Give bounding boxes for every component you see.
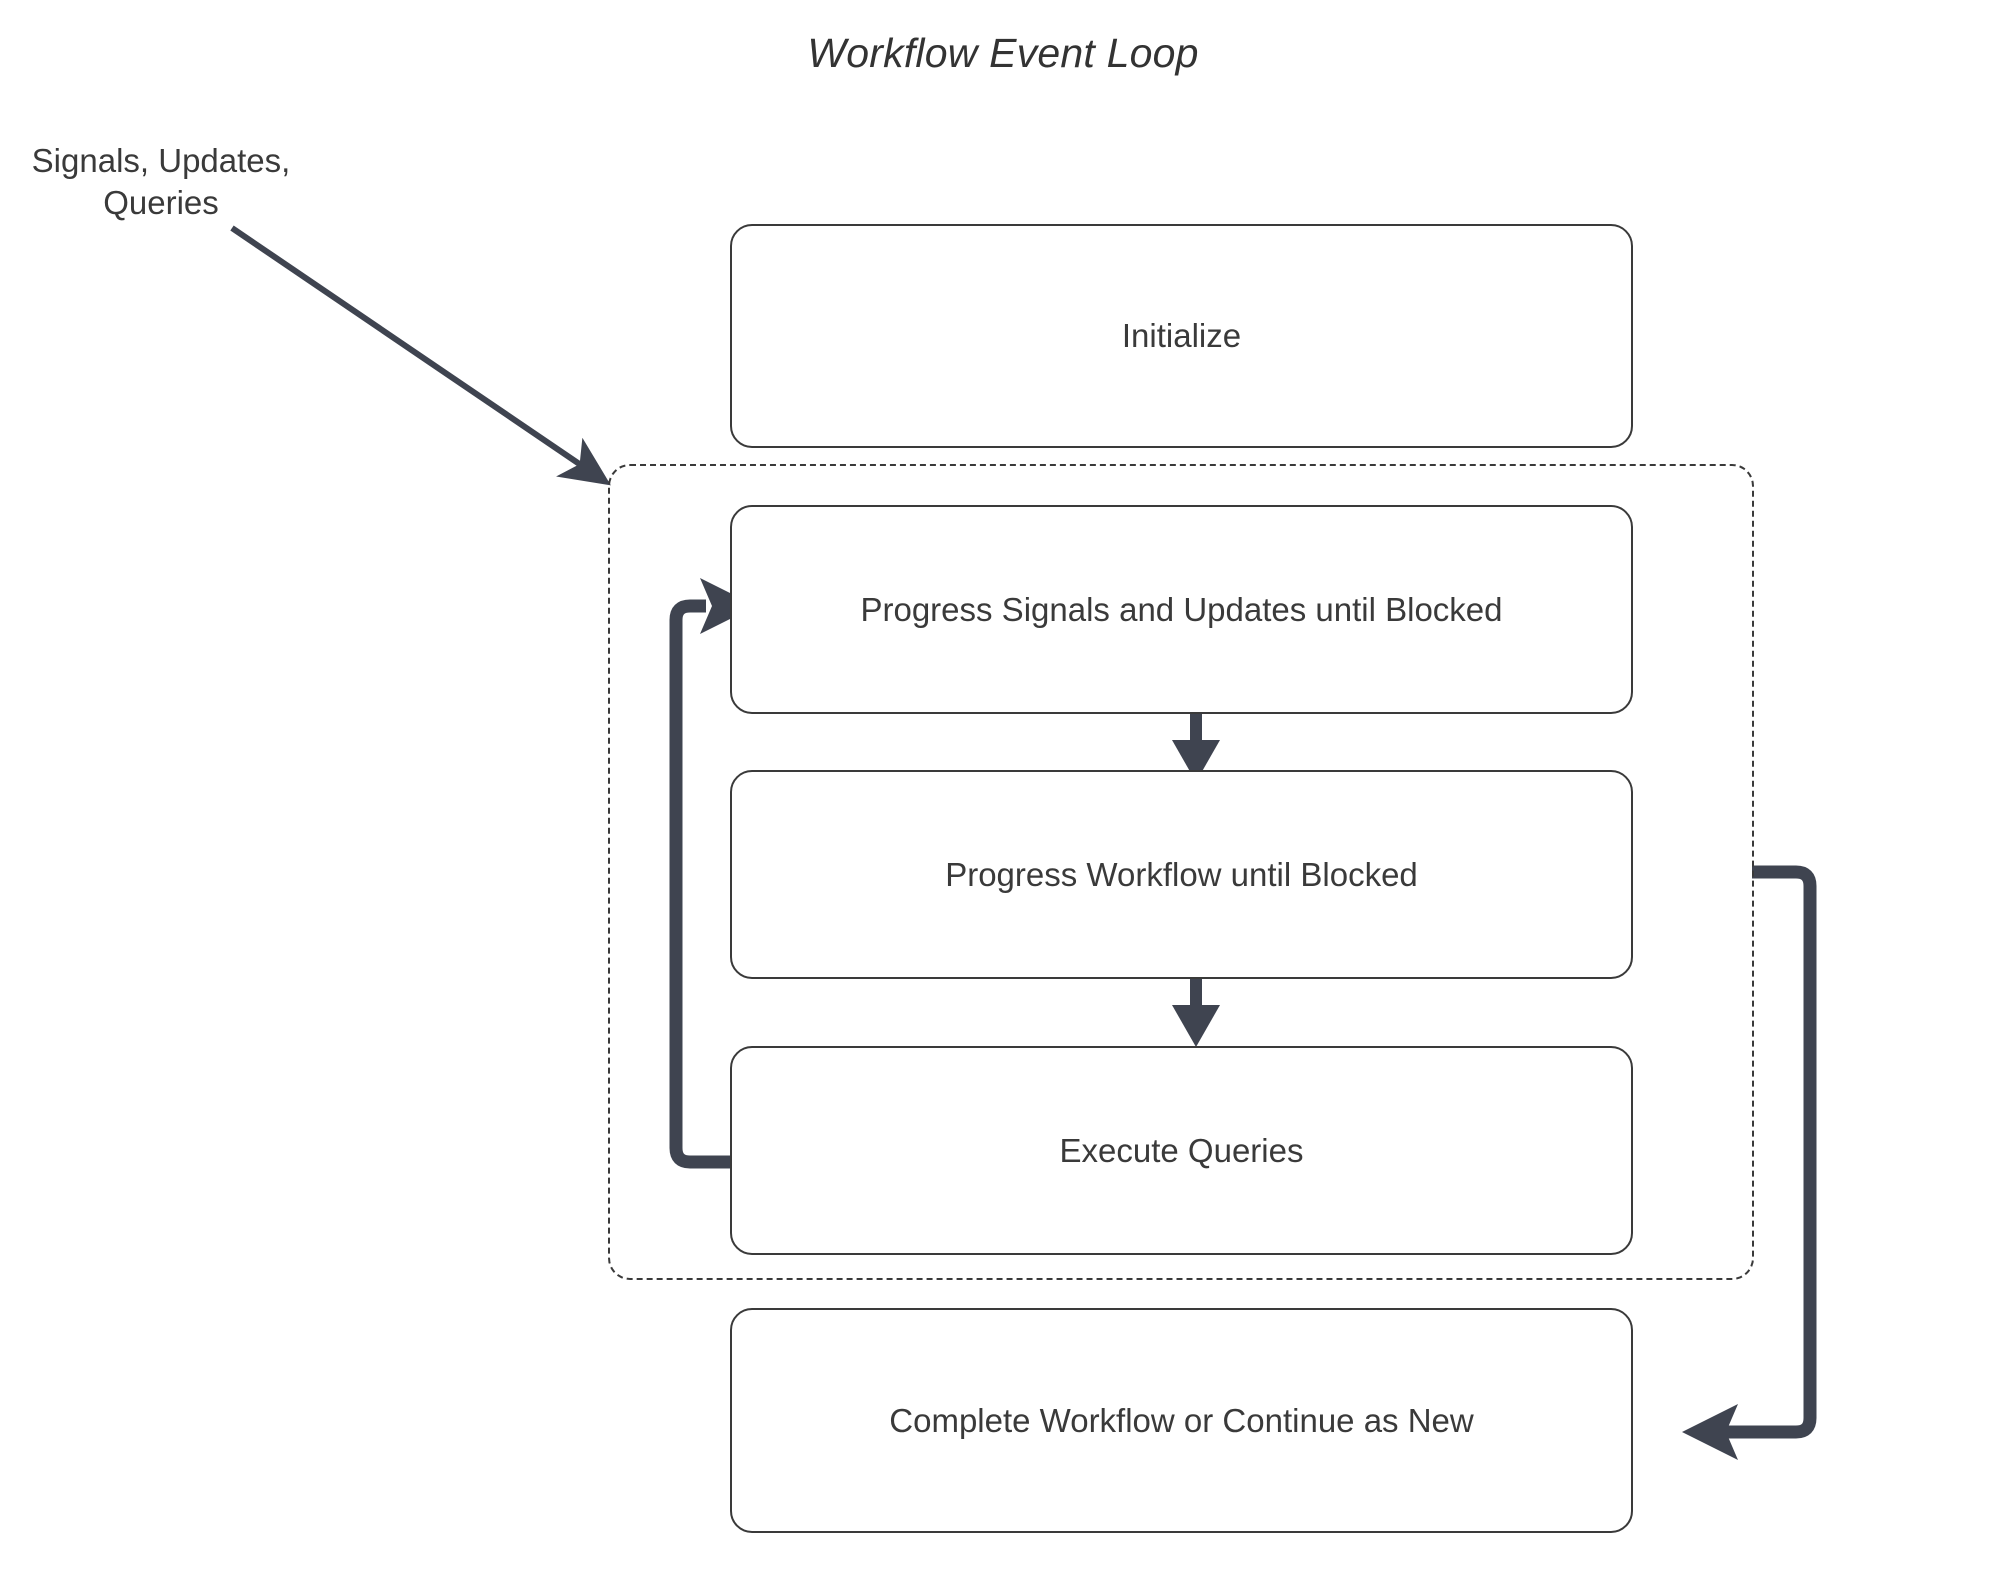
external-input-label-line-2: Queries	[103, 184, 219, 222]
node-progress-signals-label: Progress Signals and Updates until Block…	[860, 590, 1503, 628]
node-initialize[interactable]: Initialize	[730, 224, 1633, 448]
node-complete-workflow-or-continue-as-new[interactable]: Complete Workflow or Continue as New	[730, 1308, 1633, 1533]
node-progress-workflow[interactable]: Progress Workflow until Blocked	[730, 770, 1633, 979]
node-progress-workflow-label: Progress Workflow until Blocked	[945, 855, 1418, 893]
external-input-label-line-1: Signals, Updates,	[31, 142, 291, 179]
node-initialize-label: Initialize	[1121, 317, 1242, 354]
page-title: Workflow Event Loop	[807, 30, 1199, 76]
node-complete-workflow-label: Complete Workflow or Continue as New	[889, 1401, 1474, 1439]
external-input-label: Signals, Updates, Queries	[16, 140, 306, 224]
node-progress-signals-and-updates[interactable]: Progress Signals and Updates until Block…	[730, 505, 1633, 714]
edge-signals-to-loop	[230, 225, 611, 486]
node-execute-queries[interactable]: Execute Queries	[730, 1046, 1633, 1255]
event-loop-group-container	[608, 464, 1754, 1280]
node-execute-queries-label: Execute Queries	[1059, 1131, 1304, 1169]
